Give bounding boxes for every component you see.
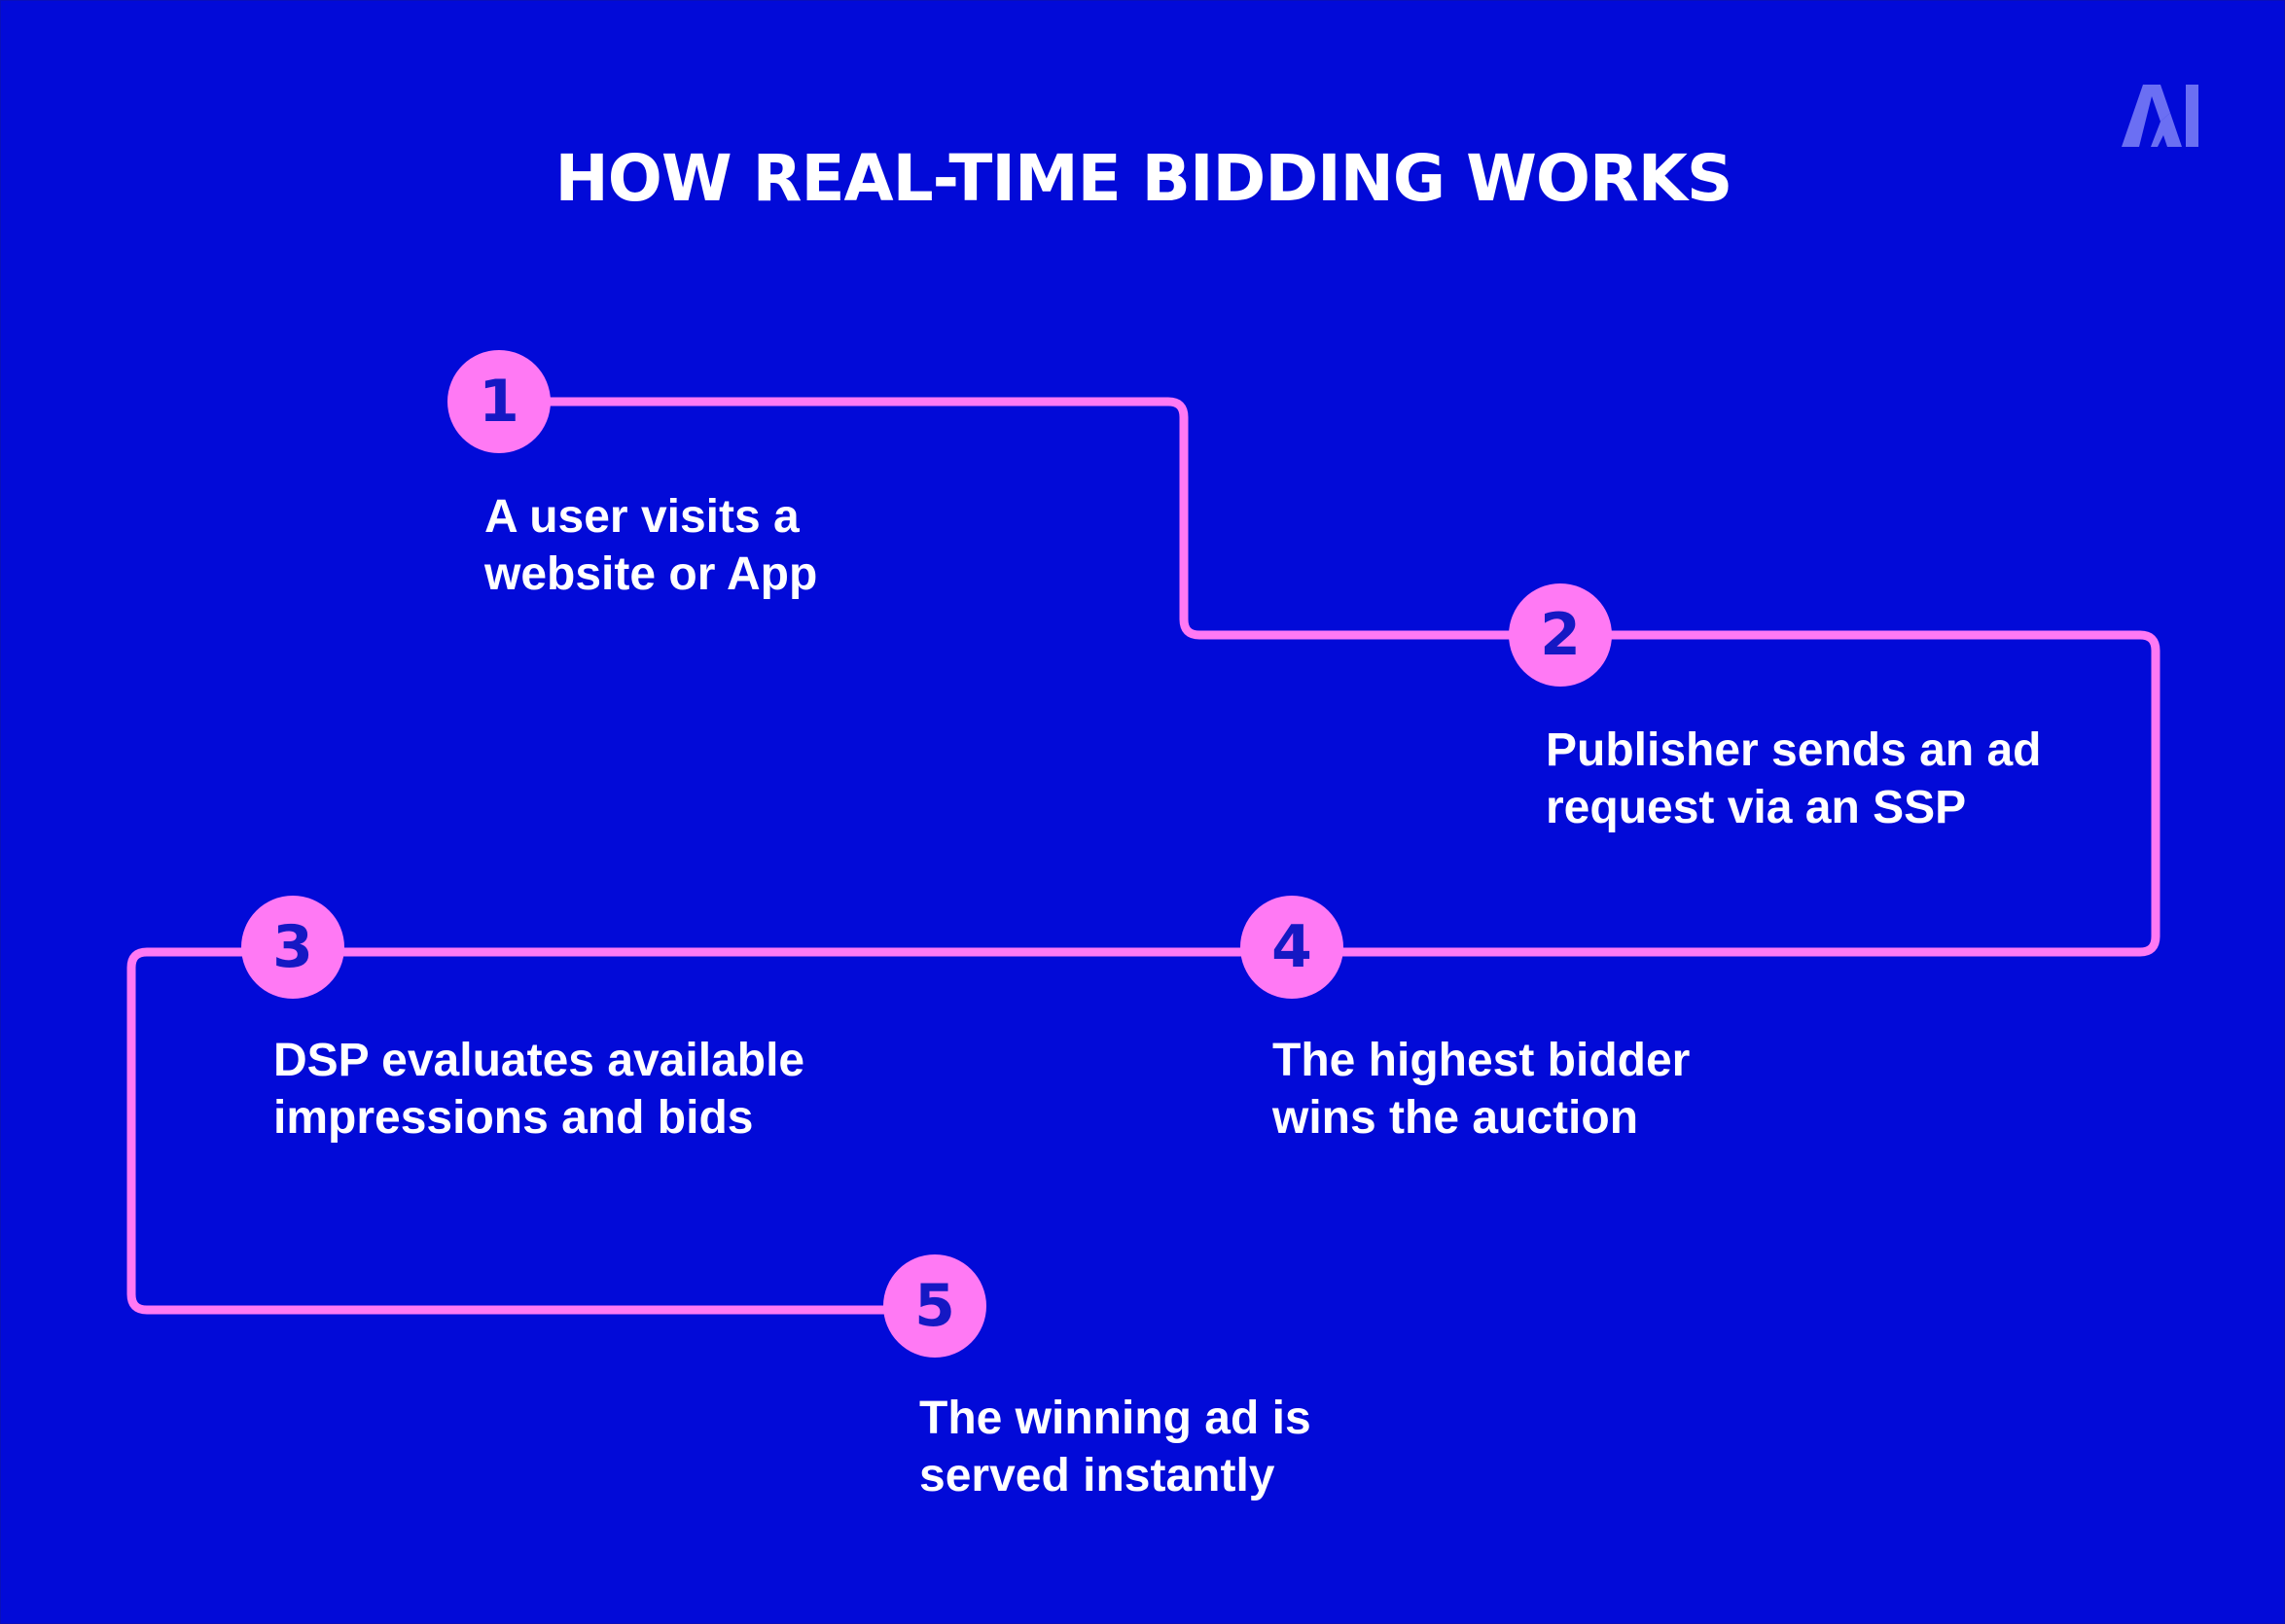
step-5-number: 5 — [914, 1272, 955, 1340]
step-4-line-2: wins the auction — [1272, 1092, 1639, 1144]
step-5-circle: 5 — [883, 1254, 986, 1358]
brand-logo — [2122, 85, 2199, 149]
step-4-description: The highest bidder wins the auction — [1272, 1032, 1690, 1147]
step-1-number: 1 — [479, 368, 519, 436]
brand-logo-mark — [2122, 85, 2198, 147]
step-3-description: DSP evaluates available impressions and … — [273, 1032, 804, 1147]
step-5-line-1: The winning ad is — [919, 1393, 1311, 1444]
step-2-number: 2 — [1540, 601, 1581, 669]
step-5-description: The winning ad is served instantly — [919, 1390, 1311, 1504]
step-5-line-2: served instantly — [919, 1450, 1275, 1501]
connector-line — [126, 397, 2160, 1315]
step-3-number: 3 — [272, 913, 313, 981]
step-2-description: Publisher sends an ad request via an SSP — [1546, 722, 2041, 836]
step-4-line-1: The highest bidder — [1272, 1035, 1691, 1086]
step-4-circle: 4 — [1240, 896, 1343, 999]
step-3-line-1: DSP evaluates available — [273, 1035, 805, 1086]
step-2-line-2: request via an SSP — [1546, 782, 1967, 833]
step-2-circle: 2 — [1509, 583, 1612, 687]
step-1-line-1: A user visits a — [484, 491, 800, 543]
step-1-circle: 1 — [447, 350, 551, 453]
step-1-line-2: website or App — [484, 548, 818, 600]
step-2-line-1: Publisher sends an ad — [1546, 724, 2042, 776]
step-1-description: A user visits a website or App — [484, 488, 817, 603]
infographic-title: HOW REAL-TIME BIDDING WORKS — [554, 141, 1733, 216]
step-4-number: 4 — [1271, 913, 1312, 981]
step-3-circle: 3 — [241, 896, 344, 999]
step-3-line-2: impressions and bids — [273, 1092, 754, 1144]
